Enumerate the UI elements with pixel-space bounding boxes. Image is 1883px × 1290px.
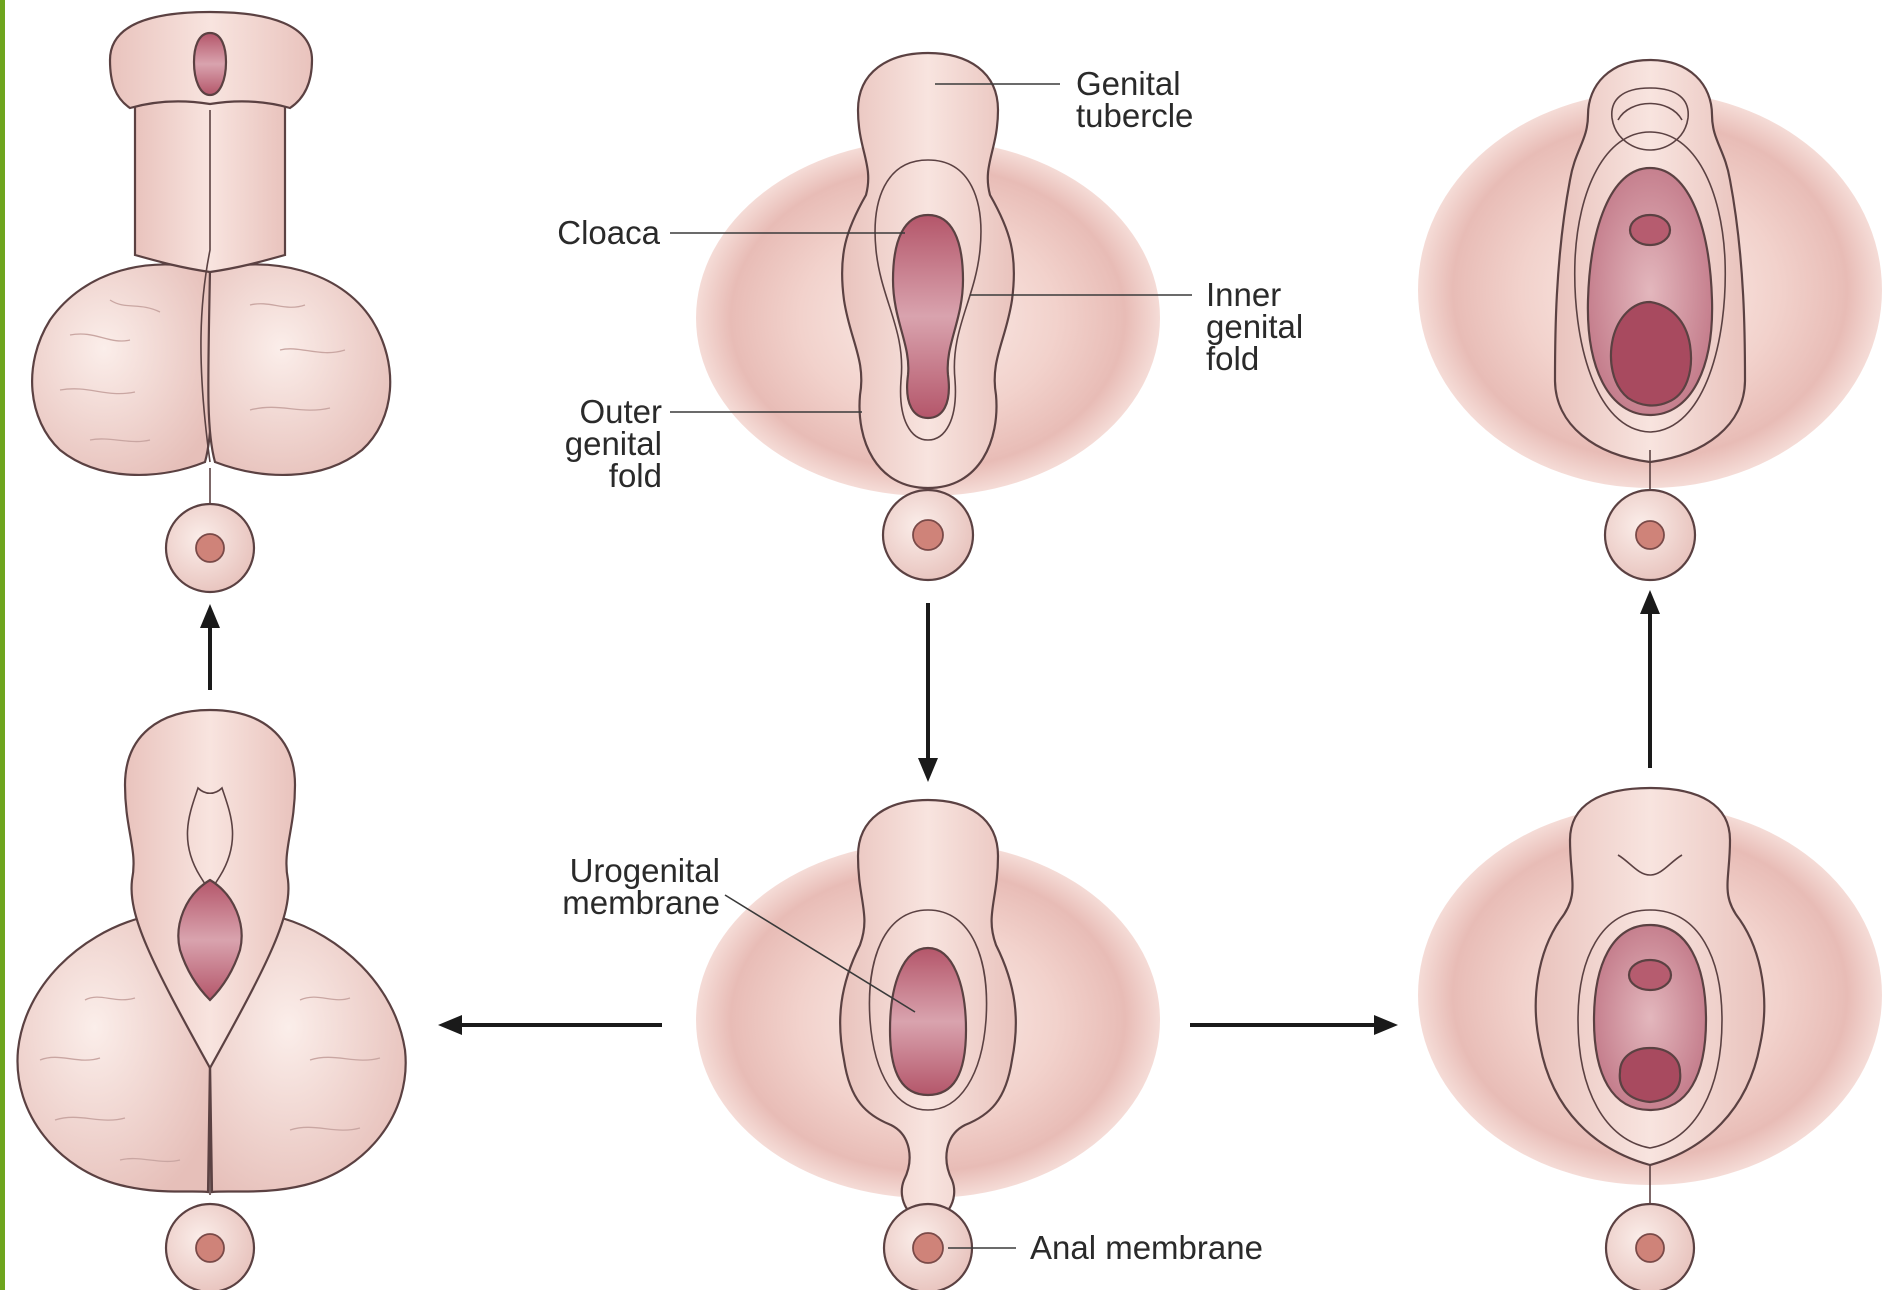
urethral-opening [1629, 960, 1671, 990]
arrow-left-center [438, 1015, 662, 1035]
anus-pit [1636, 1234, 1664, 1262]
anus-pit [196, 534, 224, 562]
label-genital-tubercle-2: tubercle [1076, 97, 1193, 134]
label-anal-membrane: Anal membrane [1030, 1229, 1263, 1266]
arrow-down-center [918, 603, 938, 782]
scrotum-left-lobe [32, 264, 212, 474]
vaginal-opening [1620, 1048, 1681, 1102]
label-cloaca: Cloaca [557, 214, 660, 251]
label-urogenital-2: membrane [562, 884, 720, 921]
urogenital-stage-figure [696, 800, 1160, 1290]
scrotum-right-lobe [208, 264, 390, 474]
arrow-right-center [1190, 1015, 1398, 1035]
urethral-meatus [194, 33, 226, 95]
vaginal-opening [1611, 302, 1691, 405]
anus-pit [1636, 521, 1664, 549]
anal-pit [913, 520, 943, 550]
female-external-genitalia-figure [1418, 60, 1882, 580]
female-intermediate-figure [1418, 788, 1882, 1290]
label-inner-fold-3: fold [1206, 340, 1259, 377]
label-outer-fold-3: fold [609, 457, 662, 494]
anus-pit [196, 1234, 224, 1262]
anal-pit [913, 1233, 943, 1263]
accent-bar [0, 0, 5, 1290]
urethral-opening [1630, 215, 1670, 245]
male-external-genitalia-figure [32, 12, 390, 592]
arrow-up-left [200, 604, 220, 690]
male-intermediate-figure [17, 710, 405, 1290]
urogenital-membrane-shape [890, 948, 966, 1095]
arrow-up-right [1640, 590, 1660, 768]
